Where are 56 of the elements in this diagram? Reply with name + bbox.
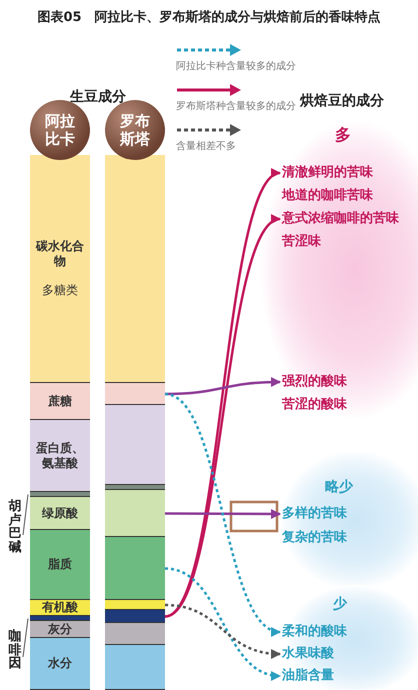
column-band <box>105 155 165 383</box>
column-segment <box>30 621 90 638</box>
flavor-label: 水果味酸 <box>282 644 418 664</box>
leader-line <box>22 618 28 658</box>
column-band <box>105 600 165 610</box>
segment-label: 蔗糖 <box>47 394 73 408</box>
flavor-label: 清澈鲜明的苦味 <box>282 163 418 183</box>
title: 图表05 阿拉比卡、罗布斯塔的成分与烘焙前后的香味特点 <box>36 8 382 26</box>
amount-label: 略少 <box>325 478 353 496</box>
segment-label: 多糖类 <box>41 283 79 298</box>
bean-label: 罗布斯塔 <box>118 112 151 148</box>
column-segment <box>30 600 90 616</box>
flavor-label: 柔和的酸味 <box>282 622 418 642</box>
column-band <box>105 610 165 623</box>
bean-label: 阿拉比卡 <box>44 112 76 148</box>
flavor-label: 复杂的苦味 <box>282 528 418 548</box>
column-segment <box>30 638 90 690</box>
flavor-label: 油脂含量 <box>282 666 418 686</box>
segment-label: 碳水化合物 <box>34 239 85 269</box>
flavor-label: 意式浓缩咖啡的苦味 <box>282 209 418 229</box>
legend-text: 含量相差不多 <box>176 140 236 153</box>
column-segment <box>30 497 90 530</box>
side-label: 胡卢巴碱 <box>7 500 23 570</box>
column-band <box>105 537 165 600</box>
section-heading: 烘焙豆的成分 <box>300 92 384 110</box>
column-band <box>30 616 90 621</box>
segment-label: 脂质 <box>46 557 73 572</box>
amount-label: 少 <box>333 595 347 613</box>
column-band <box>105 383 165 405</box>
column-band <box>105 405 165 485</box>
flavor-label: 苦涩味 <box>282 232 418 252</box>
segment-label: 水分 <box>46 656 73 671</box>
column-band <box>105 623 165 645</box>
flavor-label: 地道的咖啡苦味 <box>282 186 418 206</box>
arrow <box>164 604 281 658</box>
side-label: 咖啡因 <box>7 630 23 684</box>
flavor-label: 强烈的酸味 <box>282 372 418 392</box>
column-segment <box>30 530 90 600</box>
flavor-label: 苦涩的酸味 <box>282 395 418 415</box>
legend-text: 罗布斯塔种含量较多的成分 <box>176 100 296 113</box>
leader-line <box>22 494 28 536</box>
amount-label: 多 <box>335 125 351 146</box>
column-band <box>105 490 165 537</box>
flavor-label: 多样的苦味 <box>282 504 418 524</box>
legend-text: 阿拉比卡种含量较多的成分 <box>176 60 296 73</box>
column-segment <box>30 420 90 492</box>
segment-label: 有机酸 <box>40 600 79 615</box>
section-heading: 生豆成分 <box>70 88 126 106</box>
column-band <box>105 485 165 490</box>
segment-label: 灰分 <box>46 622 73 636</box>
column-band <box>105 645 165 690</box>
segment-label: 蛋白质、氨基酸 <box>35 440 85 470</box>
segment-label: 绿原酸 <box>40 506 79 520</box>
column-segment <box>30 383 90 420</box>
column-band <box>30 492 90 497</box>
column-segment <box>30 155 90 383</box>
